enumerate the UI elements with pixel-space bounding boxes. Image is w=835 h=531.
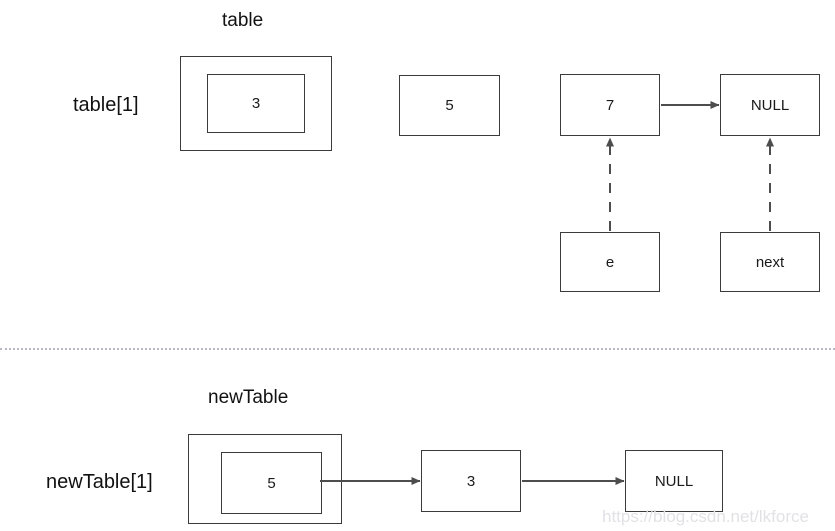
- top-pointer-next-box: next: [720, 232, 820, 292]
- top-node-7-value: 7: [605, 96, 615, 114]
- watermark-text: https://blog.csdn.net/lkforce: [602, 507, 809, 526]
- top-pointer-next-label: next: [755, 253, 785, 271]
- bottom-node-null-value: NULL: [654, 472, 694, 490]
- top-node-null-box: NULL: [720, 74, 820, 136]
- bottom-section-row-label: newTable[1]: [46, 471, 153, 493]
- top-pointer-e-label: e: [605, 253, 615, 271]
- top-node-7-box: 7: [560, 74, 660, 136]
- bottom-section-title: newTable: [208, 387, 289, 408]
- newtable-bucket-value: 5: [267, 474, 276, 492]
- top-node-null-value: NULL: [750, 96, 790, 114]
- top-section-row-label: table[1]: [73, 94, 139, 116]
- bottom-node-3-box: 3: [421, 450, 521, 512]
- table-bucket-inner-box: 3: [207, 74, 305, 133]
- table-bucket-value: 3: [251, 95, 261, 112]
- bottom-node-null-box: NULL: [625, 450, 723, 512]
- bottom-node-3-value: 3: [466, 472, 476, 490]
- newtable-bucket-outer-box: [188, 434, 342, 524]
- top-section-title: table: [222, 10, 264, 31]
- table-bucket-outer-box: [180, 56, 332, 151]
- newtable-bucket-inner-box: 5: [221, 452, 322, 514]
- top-node-5-value: 5: [445, 97, 454, 114]
- section-divider: [0, 348, 835, 350]
- top-node-5-box: 5: [399, 75, 500, 136]
- top-pointer-e-box: e: [560, 232, 660, 292]
